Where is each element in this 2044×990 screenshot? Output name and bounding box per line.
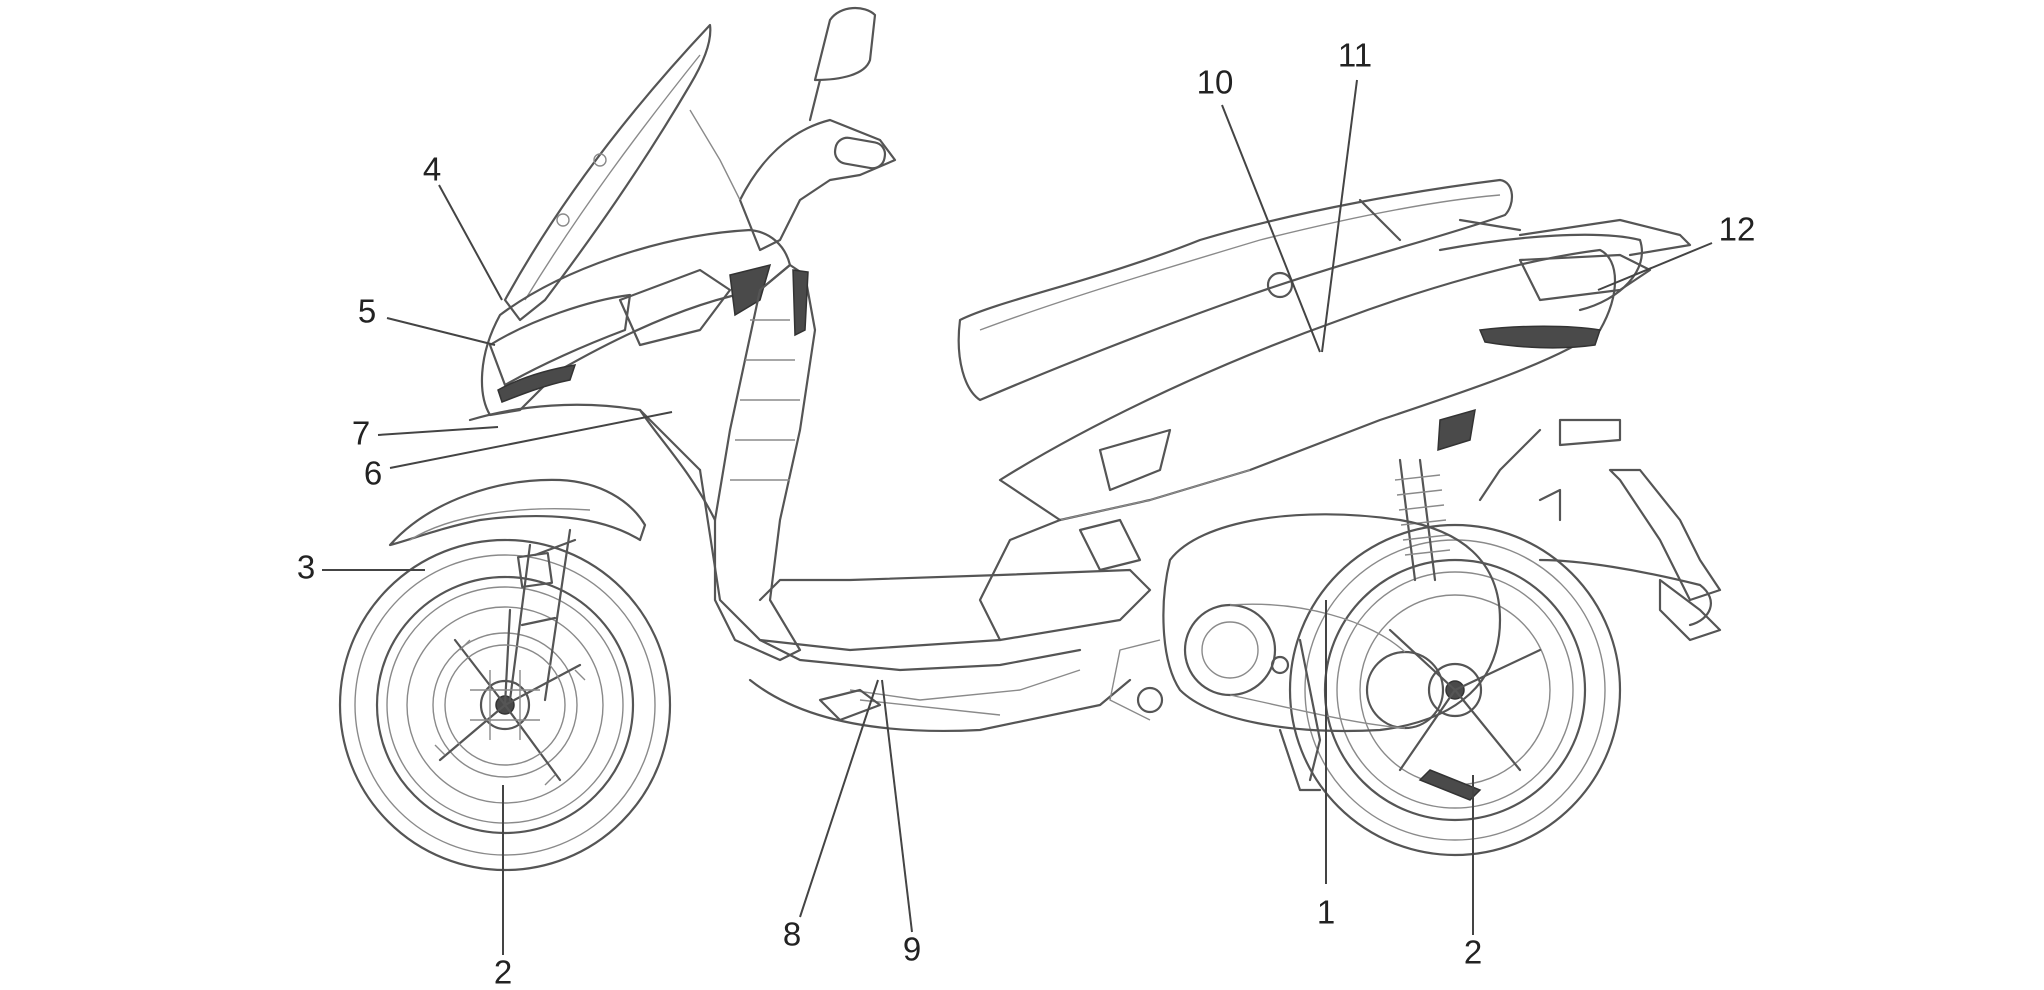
side-stand xyxy=(1278,728,1322,792)
tail-light xyxy=(1478,325,1601,349)
leader-9 xyxy=(881,679,913,933)
rear-shock xyxy=(1398,458,1437,582)
rear-body xyxy=(998,248,1617,522)
mirror xyxy=(813,7,877,82)
leader-6 xyxy=(389,411,673,469)
floorboard xyxy=(698,468,1152,652)
callout-1: 1 xyxy=(1317,894,1335,931)
callout-10: 10 xyxy=(1197,64,1234,101)
leader-7 xyxy=(377,426,499,436)
engine-case xyxy=(1162,513,1502,733)
grab-rail xyxy=(1518,218,1692,257)
callout-11: 11 xyxy=(1338,37,1372,74)
leader-4 xyxy=(438,184,503,301)
callout-12: 12 xyxy=(1719,211,1756,248)
callout-leaders xyxy=(322,79,1713,955)
callout-labels: 1 2 2 3 4 5 6 7 8 9 10 11 12 xyxy=(297,37,1756,990)
callout-2a: 2 xyxy=(494,954,512,990)
callout-3: 3 xyxy=(297,549,315,586)
callout-8: 8 xyxy=(783,916,801,953)
leader-10 xyxy=(1221,104,1321,353)
leader-8 xyxy=(799,679,879,918)
callout-4: 4 xyxy=(423,151,441,188)
front-fender xyxy=(388,478,647,547)
leader-12 xyxy=(1597,242,1713,291)
callout-2b: 2 xyxy=(1464,934,1482,971)
rear-hugger xyxy=(1538,558,1712,627)
seat xyxy=(957,178,1513,402)
front-fork xyxy=(508,528,577,702)
rear-wheel xyxy=(1288,523,1622,857)
callout-6: 6 xyxy=(364,455,382,492)
callout-5: 5 xyxy=(358,293,376,330)
headlight xyxy=(488,293,632,387)
callout-9: 9 xyxy=(903,931,921,968)
front-wheel xyxy=(338,538,672,872)
scooter-line-drawing xyxy=(338,7,1722,872)
license-bracket xyxy=(1608,468,1722,602)
callout-7: 7 xyxy=(352,415,370,452)
handlebar xyxy=(738,118,897,252)
windscreen xyxy=(503,23,712,322)
leader-5 xyxy=(386,317,496,346)
leader-11 xyxy=(1321,79,1358,353)
